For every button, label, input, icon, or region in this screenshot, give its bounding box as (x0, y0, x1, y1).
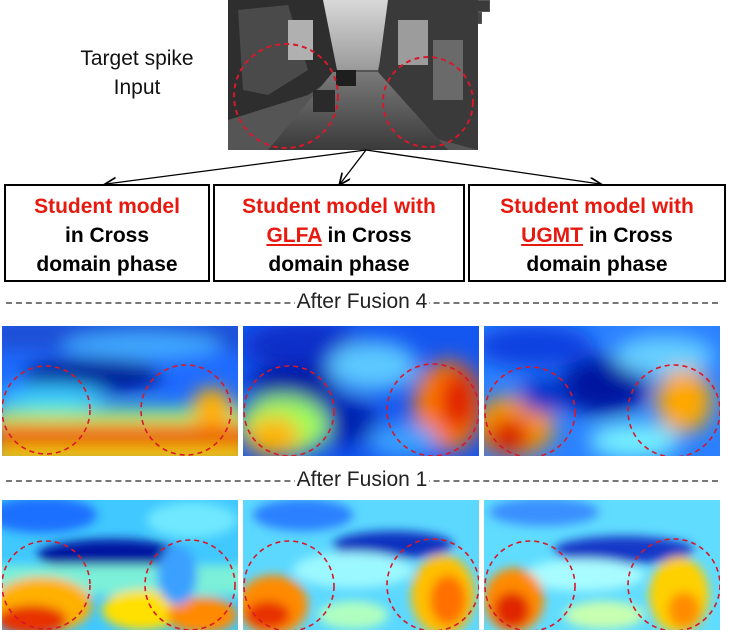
column-3-suffix2: domain phase (526, 253, 668, 276)
heatmap-fusion4-student (2, 326, 238, 456)
arrow-to-column-3 (365, 149, 600, 184)
arrows (0, 149, 730, 186)
arrow-to-column-1 (106, 149, 367, 184)
spike-input-image (228, 0, 478, 150)
heatmap-fusion4-ugmt (484, 326, 720, 456)
column-box-3: Student model with UGMT in Cross domain … (468, 184, 726, 282)
input-label-line2: Input (113, 76, 161, 99)
column-3-suffix: in Cross (582, 224, 673, 247)
heatmap-fusion1-student (2, 500, 238, 630)
row-label-fusion-1: After Fusion 1 (294, 468, 430, 491)
column-1-title: Student model (34, 195, 180, 218)
column-1-suffix: in Cross (64, 224, 150, 247)
column-2-title: Student model with (242, 195, 436, 218)
heatmap-fusion1-glfa (243, 500, 479, 630)
column-2-suffix: in Cross (321, 224, 412, 247)
column-3-module: UGMT (521, 224, 583, 247)
divider-fusion-1: After Fusion 1 (6, 468, 718, 491)
column-2-suffix2: domain phase (268, 253, 410, 276)
column-3-title: Student model with (500, 195, 694, 218)
heatmap-fusion4-glfa (243, 326, 479, 456)
column-1-suffix2: domain phase (36, 253, 178, 276)
row-label-fusion-4: After Fusion 4 (294, 290, 430, 313)
column-box-1: Student model in Cross domain phase (4, 184, 210, 282)
column-2-module: GLFA (266, 224, 322, 247)
input-label-line1: Target spike (80, 47, 194, 70)
heatmap-fusion1-ugmt (484, 500, 720, 630)
column-box-2: Student model with GLFA in Cross domain … (213, 184, 465, 282)
spike-input-stack (228, 0, 490, 152)
input-label: Target spike Input (62, 44, 212, 102)
arrow-to-column-2 (340, 149, 367, 184)
divider-fusion-4: After Fusion 4 (6, 290, 718, 313)
